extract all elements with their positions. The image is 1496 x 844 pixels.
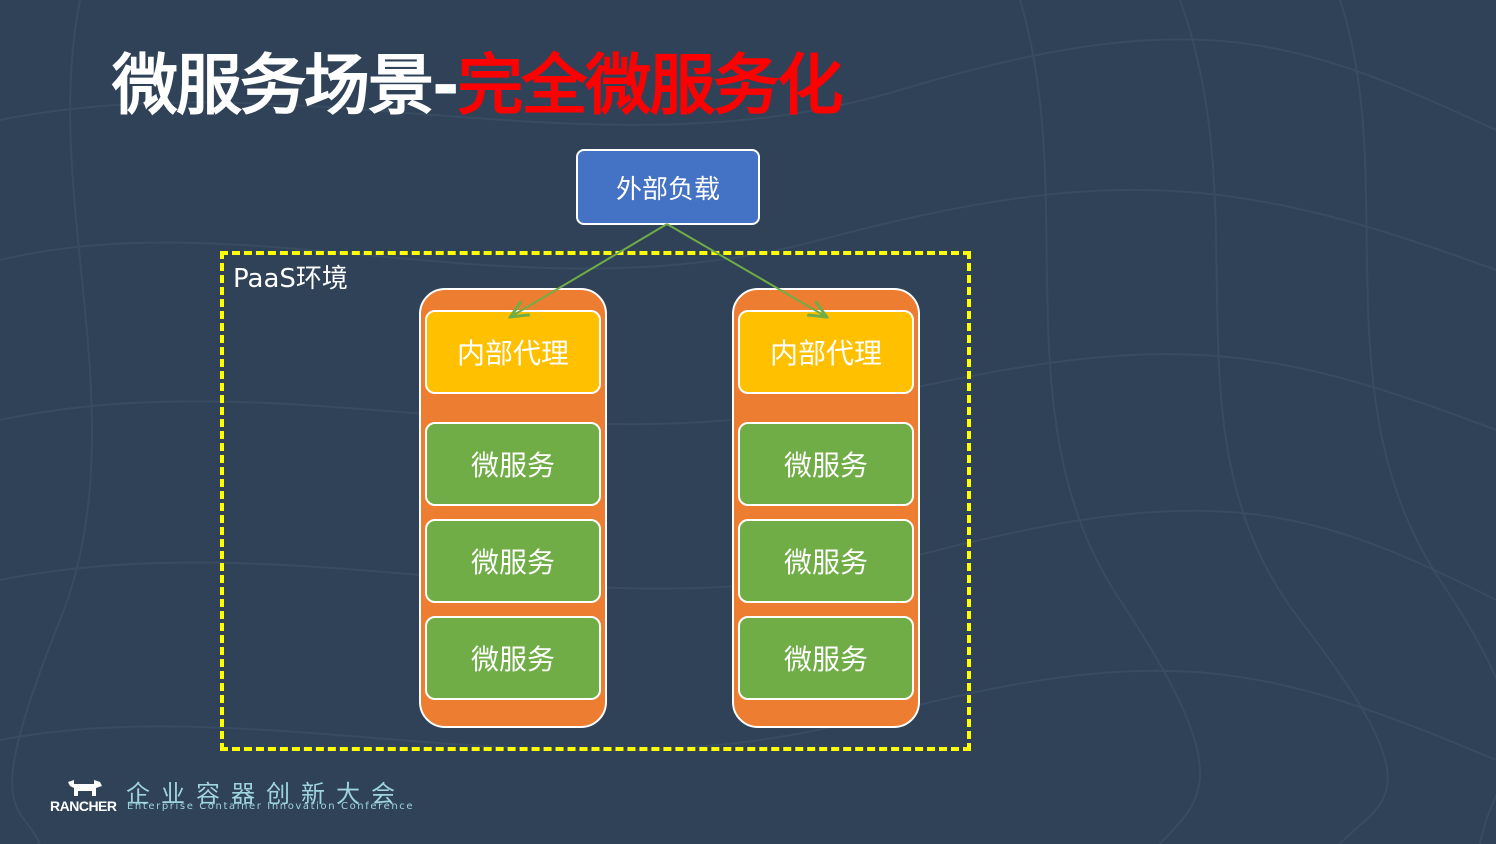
microservice-box: 微服务 [738,616,914,700]
title-highlight: 完全微服务化 [457,47,843,124]
page-title: 微服务场景-完全微服务化 [112,44,843,128]
microservice-box: 微服务 [738,422,914,506]
microservice-box: 微服务 [425,616,601,700]
conference-name-cn: 企业容器创新大会 [126,780,406,808]
rancher-logo: RANCHER [50,776,122,816]
title-main: 微服务场景- [112,47,459,124]
conference-name-en: Enterprise Container Innovation Conferen… [127,801,415,812]
microservice-box: 微服务 [425,422,601,506]
rancher-logo-text: RANCHER [50,798,117,814]
rancher-bull-icon [68,780,102,796]
service-column-right: 内部代理 微服务 微服务 微服务 [732,288,920,728]
service-column-left: 内部代理 微服务 微服务 微服务 [419,288,607,728]
internal-proxy-box: 内部代理 [425,310,601,394]
external-load-balancer-box: 外部负载 [576,149,760,225]
microservice-box: 微服务 [425,519,601,603]
internal-proxy-box: 内部代理 [738,310,914,394]
paas-environment-label: PaaS环境 [233,264,348,294]
microservice-box: 微服务 [738,519,914,603]
